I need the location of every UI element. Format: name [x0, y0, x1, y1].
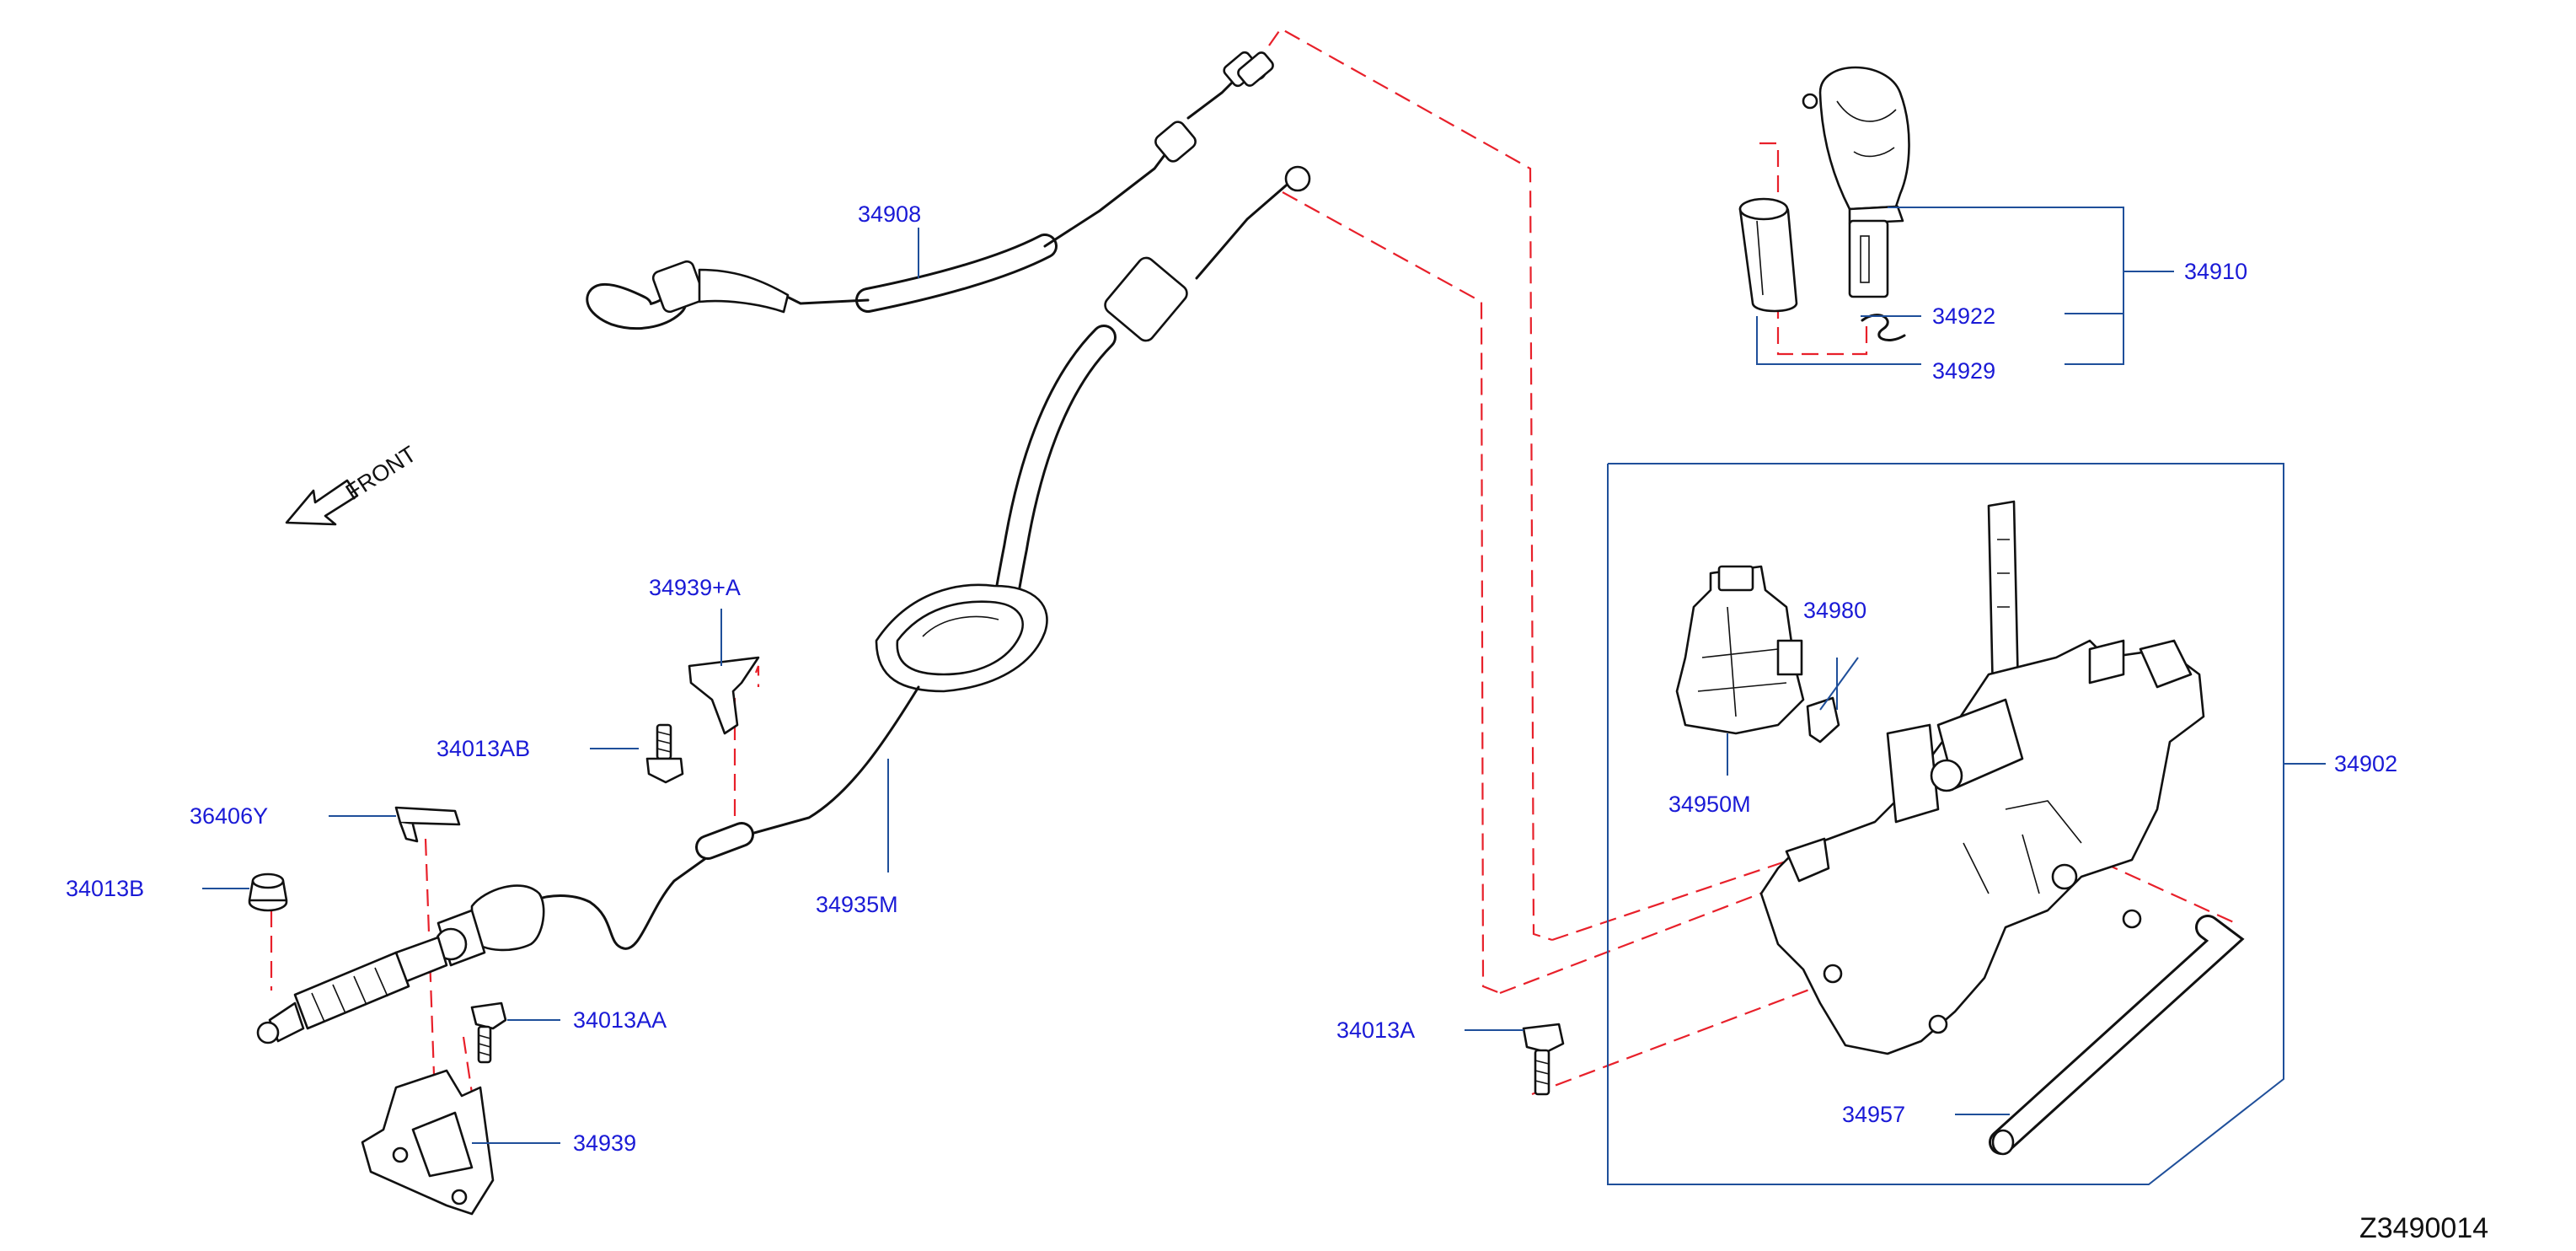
- shift-lock-solenoid-34950m: [1675, 565, 1805, 735]
- label-34950m: 34950M: [1668, 792, 1751, 817]
- clip-36406y: [394, 806, 461, 843]
- front-arrow-icon: [285, 479, 359, 526]
- select-cable-34935m: [256, 165, 1311, 1044]
- label-36406y: 36406Y: [190, 803, 268, 829]
- leader-lines: [202, 207, 2326, 1144]
- label-34013ab: 34013AB: [436, 736, 530, 761]
- label-34935m: 34935M: [816, 892, 898, 917]
- figure-id: Z3490014: [2359, 1212, 2488, 1244]
- bracket-34939a: [688, 656, 760, 735]
- label-34902: 34902: [2334, 751, 2397, 776]
- spring-34922: [1861, 314, 1906, 341]
- sleeve-34929: [1738, 197, 1798, 313]
- front-label: FRONT: [341, 441, 420, 505]
- tube-34957: [1989, 915, 2245, 1156]
- label-34957: 34957: [1842, 1102, 1905, 1127]
- shift-knob-34910: [1802, 66, 1910, 298]
- label-34013a: 34013A: [1336, 1017, 1415, 1043]
- bolt-34013a: [1522, 1023, 1565, 1096]
- bracket-34939: [361, 1069, 495, 1216]
- label-34922: 34922: [1932, 303, 1995, 329]
- label-34939: 34939: [573, 1130, 636, 1156]
- bolt-34013ab: [645, 723, 684, 784]
- label-34908: 34908: [858, 201, 921, 227]
- bolt-34013aa: [470, 1001, 507, 1064]
- shift-cable-34908: [586, 51, 1274, 330]
- selector-lever-34902: [1759, 500, 2205, 1055]
- nut-34013b: [248, 872, 288, 912]
- label-34013aa: 34013AA: [573, 1007, 667, 1033]
- label-34013b: 34013B: [66, 876, 144, 901]
- label-34910: 34910: [2184, 259, 2247, 284]
- label-34939a: 34939+A: [649, 575, 741, 600]
- assembly-frame: [1607, 463, 2284, 1185]
- part-labels: 34908 34910 34922 34929 34939+A 34013AB …: [66, 201, 2397, 1156]
- label-34929: 34929: [1932, 358, 1995, 384]
- label-34980: 34980: [1803, 598, 1866, 623]
